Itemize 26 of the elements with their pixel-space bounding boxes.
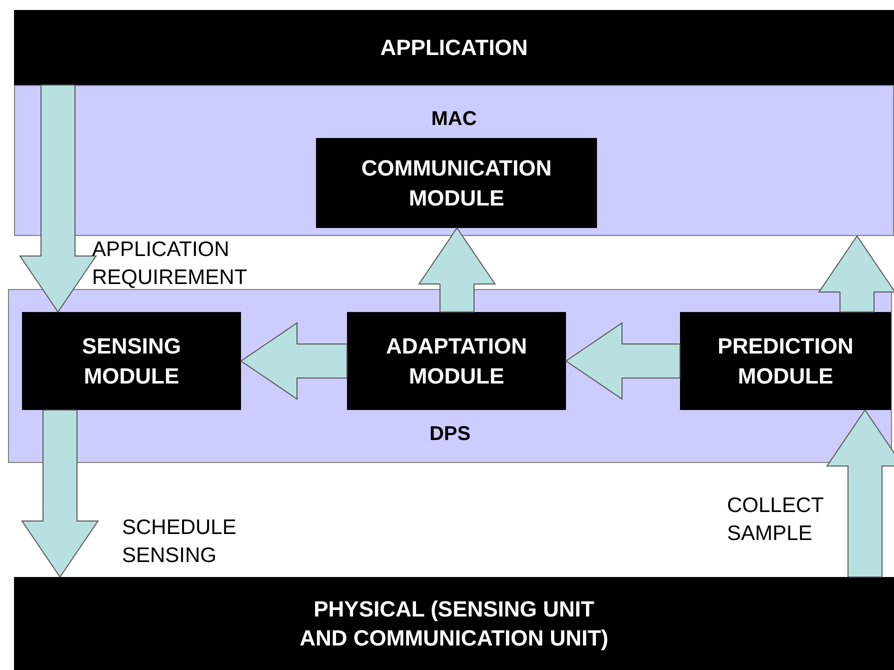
layer-band [8,289,892,463]
block-arrow [826,409,894,578]
module-box [680,312,891,410]
layer-label: APPLICATION [380,34,528,62]
module-box [347,312,566,410]
edge-label: APPLICATION REQUIREMENT [92,237,248,292]
layer-band [14,10,894,85]
layer-label: ADAPTATION MODULE [385,332,528,390]
block-arrow [818,235,894,312]
layer-label: SENSING MODULE [80,332,182,390]
block-arrow [21,410,99,578]
layer-band [14,577,894,670]
block-arrow [240,322,348,400]
layer-label: PHYSICAL (SENSING UNIT AND COMMUNICATION UNIT) [298,594,610,652]
module-box [22,312,241,410]
block-arrow [19,84,97,313]
layer-label: MAC [431,107,477,132]
edge-label: SCHEDULE SENSING [122,515,238,570]
layer-band [14,85,894,236]
layer-label: PREDICTION MODULE [716,332,854,390]
block-arrow [565,322,680,400]
layer-label: COMMUNICATION MODULE [360,154,553,212]
module-box [316,138,597,228]
edge-label: COLLECT SAMPLE [727,493,824,548]
layer-label: DPS [429,422,471,447]
block-arrow [418,227,496,312]
